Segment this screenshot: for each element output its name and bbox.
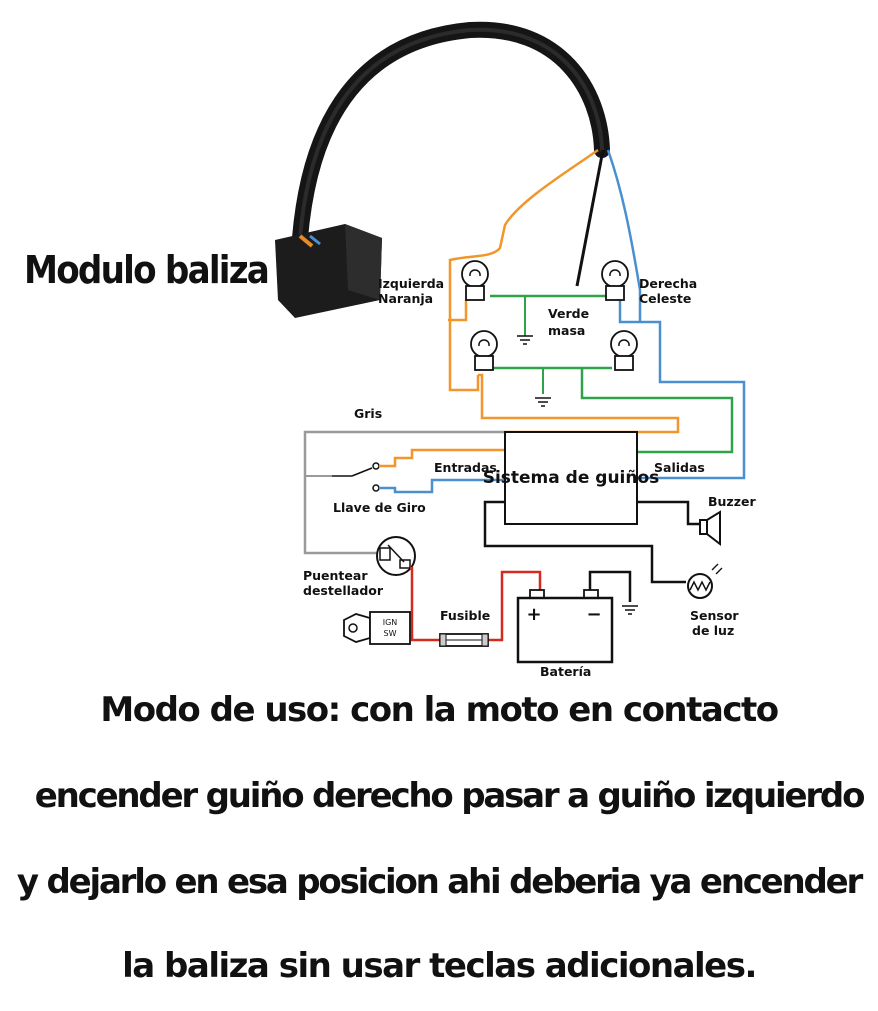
label-derecha: Derecha [639,276,697,291]
gray-wire [303,430,505,555]
label-gris: Gris [354,406,382,421]
battery-icon [516,589,614,664]
blue-right-loop [618,298,746,480]
label-fusible: Fusible [440,608,490,623]
label-llave-de-giro: Llave de Giro [333,500,426,515]
orange-input-wire [379,448,505,468]
label-celeste: Celeste [639,291,691,306]
fuse-icon [439,633,489,647]
instruction-line-1: Modo de uso: con la moto en contacto [100,690,779,730]
red-wire-relay [410,566,440,642]
label-verde: Verde [548,306,589,321]
battery-minus-sign: − [586,604,601,625]
module-cable [292,21,610,246]
label-buzzer: Buzzer [708,494,756,509]
label-salidas: Salidas [654,460,705,475]
relay-icon [376,536,416,576]
bulb-icon [610,330,638,371]
black-wire-from-module [575,149,605,287]
blue-wire-from-module [606,149,642,322]
label-ign: IGN [383,618,398,627]
label-masa: masa [548,323,585,338]
ignition-key-icon [343,611,411,645]
red-wire-battery [488,570,542,642]
battery-plus-sign: + [526,604,541,625]
orange-to-system [448,300,680,434]
light-sensor-icon [687,563,723,599]
ground-symbol [622,605,638,615]
module-title: Modulo baliza [24,248,270,292]
orange-left-loop [448,292,480,392]
bulb-icon [601,260,629,301]
instruction-line-3: y dejarlo en esa posicion ahi deberia ya… [16,862,863,902]
ground-symbol [535,397,551,407]
label-naranja: Naranja [378,291,433,306]
label-sistema: Sistema de guiños [483,468,660,488]
label-bateria: Batería [540,664,591,679]
turn-switch [332,462,380,492]
sistema-box [504,431,638,525]
orange-wire-from-module [448,148,599,292]
buzzer-icon [699,510,721,547]
instruction-line-4: la baliza sin usar teclas adicionales. [122,946,757,986]
label-puentear: Puentear [303,568,368,583]
label-izquierda: Izquierda [378,276,444,291]
label-sw: SW [384,629,397,638]
ground-symbol [517,335,533,345]
green-to-system [580,368,734,454]
black-wire-buzzer [637,500,700,526]
black-wire-sensor [483,500,686,584]
blue-input-wire [379,478,505,494]
label-sensor: Sensor [690,608,739,623]
label-entradas: Entradas [434,460,497,475]
bulb-icon [470,330,498,371]
bulb-icon [461,260,489,301]
black-wire-battery-ground [588,570,632,602]
label-de-luz: de luz [692,623,734,638]
baliza-module-box [275,224,382,318]
label-destellador: destellador [303,583,384,598]
instruction-line-2: encender guiño derecho pasar a guiño izq… [34,776,866,816]
